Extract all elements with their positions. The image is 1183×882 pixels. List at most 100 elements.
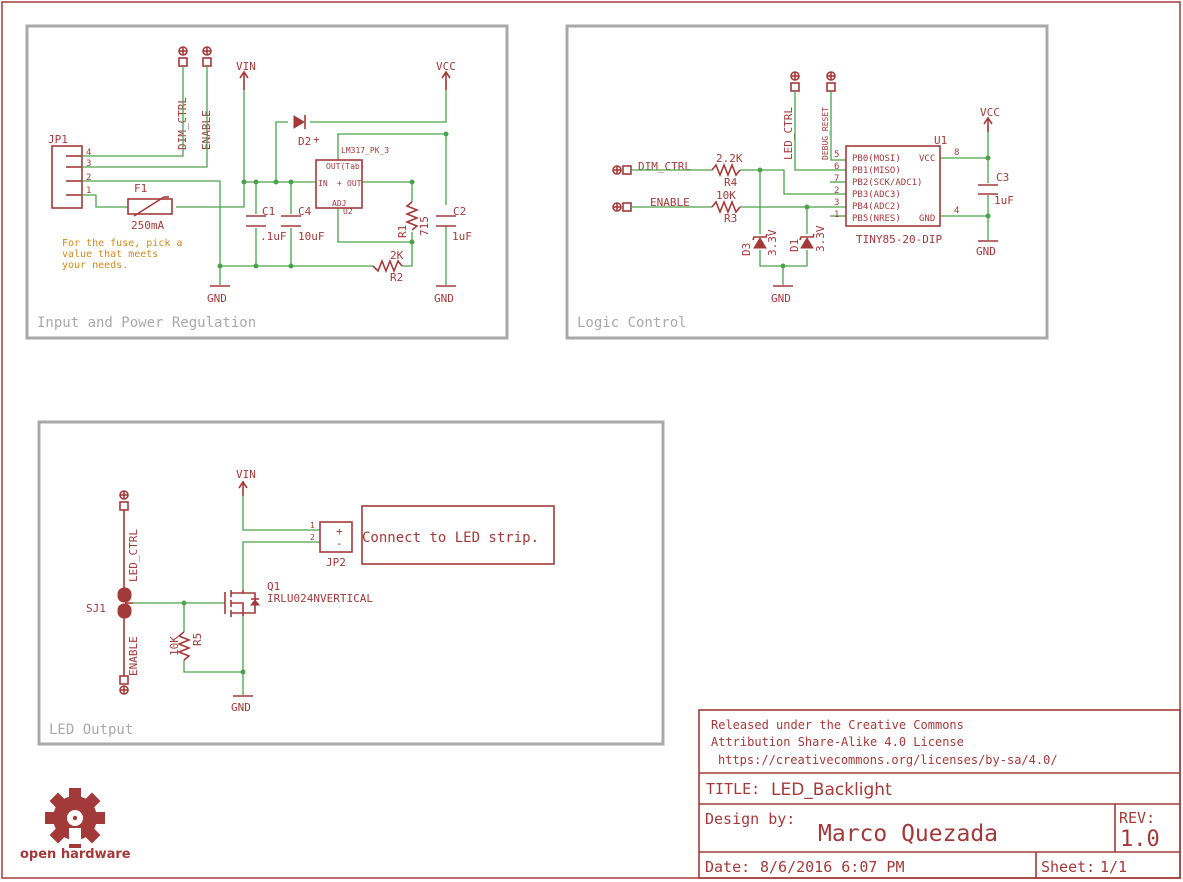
c4-capacitor[interactable]: C4 10uF [281,205,325,243]
net-flag-debug-reset[interactable]: DEBUG_RESET [821,71,836,160]
svg-text:2: 2 [310,533,315,542]
output-junctions [181,600,246,675]
sheet-title: LED_Backlight [771,780,892,800]
svg-text:GND: GND [207,292,227,305]
d3-zener-diode[interactable]: D3 3.3V [740,229,779,256]
r4-resistor[interactable]: 2.2K R4 [711,152,743,189]
power-frame [25,24,509,340]
gnd-symbol-power-1: GND [207,285,230,305]
u1-attiny85[interactable]: U1 PB0(MOSI) PB1(MISO) PB2(SCK/ADC1) PB3… [834,134,959,246]
svg-text:R1: R1 [396,225,409,238]
svg-text:C2: C2 [453,205,466,218]
license-url: https://creativecommons.org/licenses/by-… [718,753,1058,767]
gnd-symbol-output: GND [231,695,253,714]
svg-text:PB0(MOSI): PB0(MOSI) [852,154,901,164]
sheet-value: 1/1 [1100,858,1127,876]
svg-text:VCC: VCC [980,106,1000,119]
svg-text:VCC: VCC [919,154,935,164]
svg-text:PB5(NRES): PB5(NRES) [852,214,901,224]
led-strip-note: Connect to LED strip. [361,505,555,565]
svg-text:.1uF: .1uF [260,230,287,243]
d1-zener-diode[interactable]: D1 3.3V [788,225,827,252]
svg-text:3: 3 [86,159,91,169]
r5-resistor[interactable]: 10K R5 [168,631,204,661]
svg-text:ENABLE: ENABLE [650,196,690,209]
r1-resistor[interactable]: R1 715 [396,201,431,238]
f1-fuse[interactable]: F1 250mA [127,182,173,232]
svg-text:4: 4 [86,148,91,158]
svg-text:DEBUG_RESET: DEBUG_RESET [821,107,830,160]
r3-resistor[interactable]: 10K R3 [711,189,741,225]
svg-text:JP2: JP2 [326,556,346,569]
svg-text:GND: GND [434,292,454,305]
svg-text:TINY85-20-DIP: TINY85-20-DIP [856,233,942,246]
svg-text:VCC: VCC [436,60,456,73]
c1-capacitor[interactable]: C1 .1uF [246,205,287,243]
svg-text:2: 2 [834,186,839,196]
net-flag-dim-ctrl-logic[interactable]: DIM_CTRL [612,160,691,175]
svg-text:LED_CTRL: LED_CTRL [127,529,140,582]
open-hardware-logo: open hardware [20,788,131,862]
sj1-solder-jumper[interactable]: SJ1 [86,587,133,619]
svg-text:R5: R5 [191,633,204,646]
power-junctions [217,131,449,269]
gnd-symbol-power-2: GND [434,285,456,305]
svg-text:8: 8 [954,148,959,158]
lm317-regulator[interactable]: LM317_PK_3 OUT(Tab) IN + OUT ADJ U2 [315,146,389,216]
svg-text:value that meets: value that meets [62,249,158,260]
svg-text:Q1: Q1 [267,580,280,593]
svg-text:U1: U1 [934,134,947,147]
svg-text:PB4(ADC2): PB4(ADC2) [852,202,901,212]
vin-supply-symbol-output: VIN [236,468,256,496]
svg-text:C3: C3 [996,171,1009,184]
svg-text:GND: GND [231,701,251,714]
jp1-label: JP1 [48,133,68,146]
svg-text:PB3(ADC3): PB3(ADC3) [852,190,901,200]
jp1-connector[interactable]: JP1 4 3 2 1 [48,133,91,209]
svg-text:Connect to LED strip.: Connect to LED strip. [362,530,539,546]
svg-text:1uF: 1uF [452,230,472,243]
svg-text:C4: C4 [298,205,312,218]
svg-text:3: 3 [834,198,839,208]
logic-wires [631,91,989,285]
svg-text:10K: 10K [168,636,181,656]
net-flag-led-ctrl-logic[interactable]: LED_CTRL [782,71,800,160]
svg-text:VIN: VIN [236,60,256,73]
jp2-connector[interactable]: 1 2 + - JP2 [310,521,353,569]
c3-capacitor[interactable]: C3 1uF [978,171,1014,207]
net-flag-led-ctrl-output[interactable]: LED_CTRL [119,490,140,590]
svg-text:GND: GND [976,245,996,258]
d2-diode[interactable]: D2 + [293,115,320,148]
gear-icon [45,788,105,848]
svg-text:OUT: OUT [347,179,362,188]
svg-text:10K: 10K [716,189,736,202]
net-flag-enable-output[interactable]: ENABLE [119,617,140,695]
svg-text:C1: C1 [262,205,275,218]
power-frame-title: Input and Power Regulation [37,315,256,331]
vcc-supply-symbol: VCC [436,60,456,90]
svg-text:6: 6 [834,162,839,172]
svg-text:+: + [337,179,342,188]
output-frame [37,420,665,746]
svg-text:2: 2 [86,173,91,183]
svg-text:2K: 2K [390,249,404,262]
date-label: Date: [705,858,750,876]
svg-text:VIN: VIN [236,468,256,481]
svg-text:ADJ: ADJ [332,199,346,208]
output-frame-title: LED Output [49,722,133,738]
svg-text:715: 715 [418,216,431,236]
svg-text:GND: GND [919,214,935,224]
q1-mosfet[interactable]: Q1 IRLU024NVERTICAL [224,580,373,617]
fuse-note: For the fuse, pick a value that meets yo… [62,238,182,271]
r2-resistor[interactable]: 2K R2 [372,249,404,284]
svg-text:For the fuse, pick a: For the fuse, pick a [62,238,182,249]
svg-text:R2: R2 [390,271,403,284]
svg-text:1: 1 [310,521,315,530]
net-flag-enable-logic[interactable]: ENABLE [612,196,690,212]
svg-text:D1: D1 [788,239,801,252]
date-value: 8/6/2016 6:07 PM [760,858,905,876]
c2-capacitor[interactable]: C2 1uF [436,205,472,243]
open-hardware-text: open hardware [20,847,131,862]
